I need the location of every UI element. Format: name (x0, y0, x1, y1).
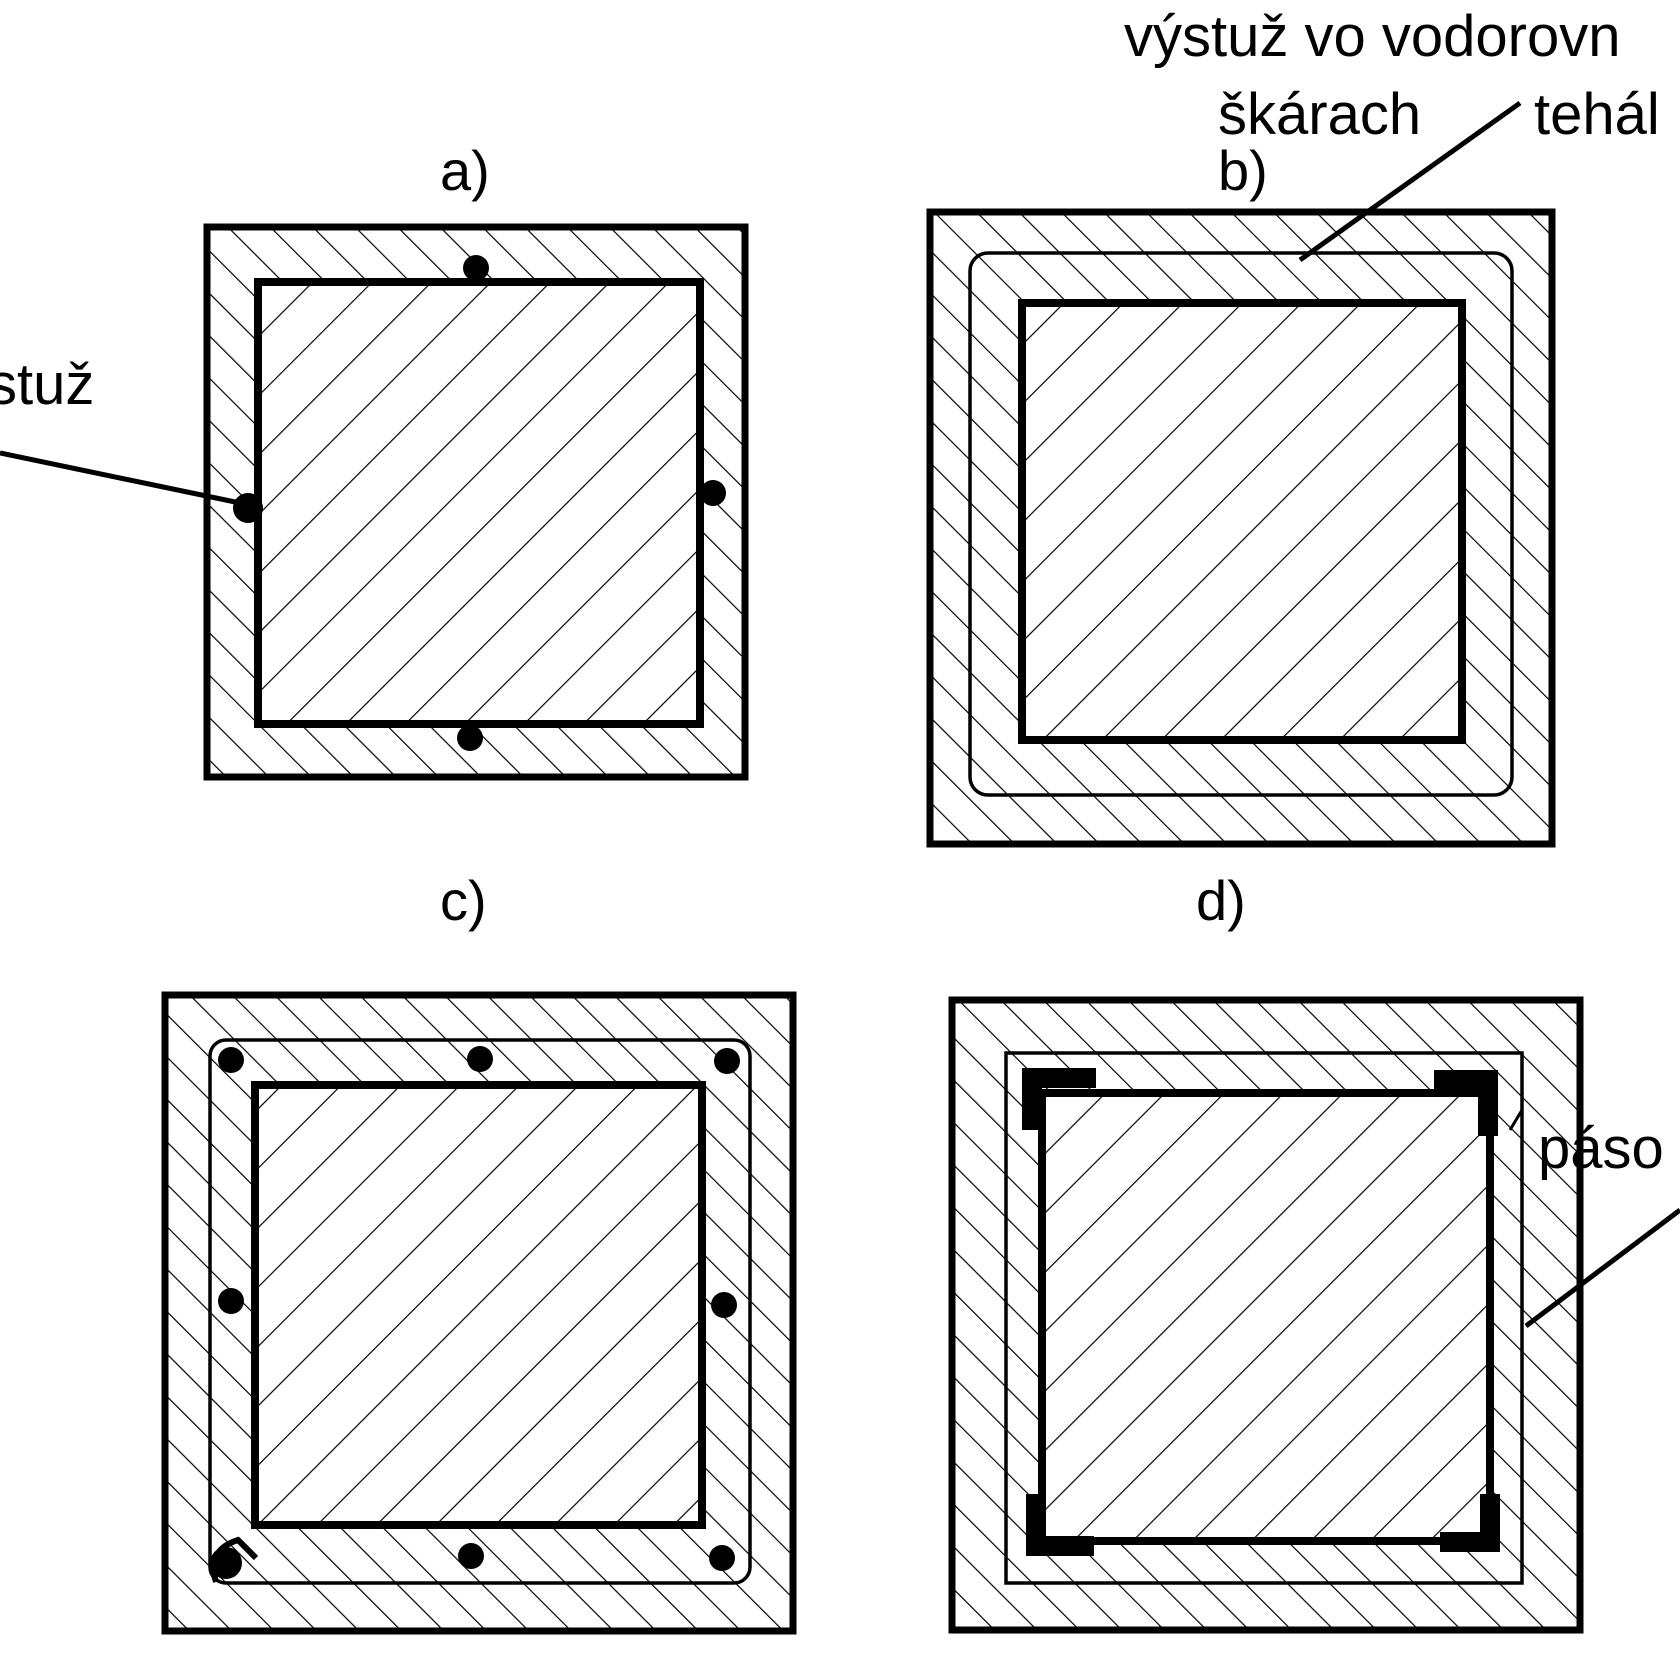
panel-c: c) (161, 869, 797, 1635)
panel-a-rebar-bottom (457, 725, 483, 751)
panel-c-rebar-bottom-mid (458, 1543, 484, 1569)
panel-a-label: a) (440, 139, 490, 202)
annotation-brick: tehál (1534, 82, 1660, 147)
annotation-steel-strip: páso (1538, 1116, 1664, 1181)
panel-c-rebar-top-mid (467, 1046, 493, 1072)
panel-d-angle-top-right (1434, 1070, 1498, 1136)
panel-a-core-hatch (254, 278, 704, 728)
panel-c-core-hatch (251, 1081, 706, 1529)
panel-c-rebar-top-right (714, 1048, 740, 1074)
panel-a-rebar-left (233, 493, 263, 523)
panel-d-steel-strip-band (1004, 1051, 1524, 1585)
panel-b: b) (926, 100, 1556, 848)
panel-c-label: c) (440, 869, 487, 932)
panel-d-angle-bottom-right (1440, 1494, 1500, 1552)
panel-b-label: b) (1218, 139, 1268, 202)
panel-c-rebar-top-left (218, 1047, 244, 1073)
panel-b-core-hatch (1018, 299, 1466, 744)
panel-d: d) (948, 869, 1680, 1634)
panel-a-rebar-top (463, 255, 489, 281)
panel-d-leader-line (1524, 1208, 1680, 1328)
panel-a-leader-line (0, 450, 241, 506)
panel-c-rebar-mid-right (711, 1292, 737, 1318)
panel-a: a) (0, 139, 749, 781)
panel-a-rebar-right (700, 480, 726, 506)
annotation-joint-reinforcement-line2: škárach (1218, 82, 1421, 147)
panel-b-leader-line (1298, 100, 1522, 263)
panel-b-joint-reinforcement (968, 251, 1514, 797)
panel-c-rebar-bottom-right (709, 1545, 735, 1571)
panel-c-stirrup-hook (210, 1536, 259, 1583)
panel-c-rebar-mid-left (218, 1288, 244, 1314)
panel-c-stirrup (208, 1038, 752, 1585)
panel-d-angle-top-left (1022, 1068, 1096, 1130)
annotation-joint-reinforcement-line1: výstuž vo vodorovn (1124, 4, 1620, 69)
annotation-bar-reinforcement: stuž (0, 352, 94, 417)
panel-d-label: d) (1196, 869, 1246, 932)
panel-d-core-hatch (1038, 1089, 1494, 1545)
panel-d-leader-line-small (1508, 1109, 1524, 1131)
panel-d-angle-bottom-left (1026, 1494, 1094, 1556)
